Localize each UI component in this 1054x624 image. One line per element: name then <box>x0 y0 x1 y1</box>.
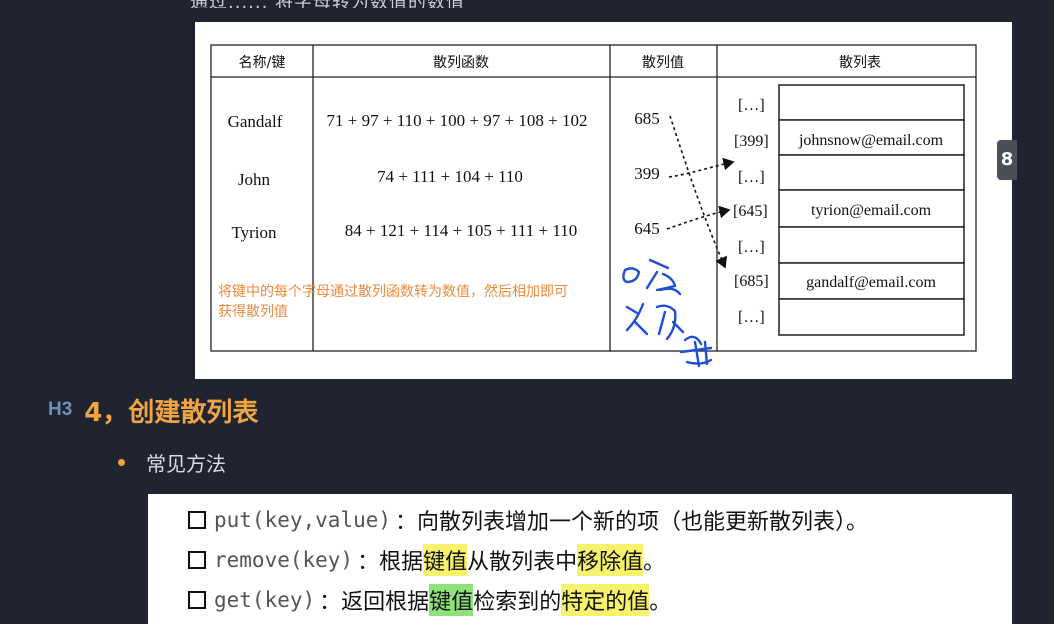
figure-frame <box>210 44 977 352</box>
method-code: remove(key) <box>214 548 354 572</box>
highlight-key: 键值 <box>423 544 468 576</box>
heading-title: 4，创建散列表 <box>84 397 259 428</box>
row-name-tyrion: Tyrion <box>231 223 277 242</box>
arrow-645 <box>666 205 731 230</box>
row-hash-john: 399 <box>634 164 660 183</box>
hash-table-slots <box>778 84 965 336</box>
row-func-tyrion: 84 + 121 + 114 + 105 + 111 + 110 <box>345 221 577 240</box>
arrow-685 <box>669 115 727 269</box>
row-name-john: John <box>238 170 271 189</box>
method-desc-part: 。 <box>643 550 666 575</box>
row-func-gandalf: 71 + 97 + 110 + 100 + 97 + 108 + 102 <box>327 111 588 130</box>
bullet-text: 常见方法 <box>146 452 226 476</box>
method-code: put(key,value) <box>214 508 392 532</box>
header-hash-value: 散列值 <box>642 55 684 71</box>
method-sep: ： <box>395 510 418 535</box>
method-desc-part: 检索到的 <box>473 590 562 615</box>
header-key: 名称/键 <box>239 55 286 71</box>
methods-figure: put(key,value) ： 向散列表增加一个新的项（也能更新散列表）。 r… <box>148 494 1012 624</box>
slot-value-645: tyrion@email.com <box>811 202 932 219</box>
bullet-item: 常见方法 <box>118 448 226 477</box>
slot-index-1: [399] <box>734 133 769 150</box>
method-desc-part: 。 <box>649 590 672 615</box>
method-desc-part: 根据 <box>379 550 424 575</box>
method-row-get: get(key) ： 返回根据 键值 检索到的 特定的值 。 <box>188 584 671 616</box>
checkbox-square-icon <box>188 511 206 529</box>
checkbox-square-icon <box>188 591 206 609</box>
section-heading: H3 4，创建散列表 <box>48 392 258 428</box>
method-row-remove: remove(key) ： 根据 键值 从散列表中 移除值 。 <box>188 544 665 576</box>
header-hash-function: 散列函数 <box>433 55 489 71</box>
slot-index-5: [685] <box>734 273 769 290</box>
slot-index-4: […] <box>738 239 765 256</box>
bullet-dot-icon <box>118 459 125 466</box>
top-partial-text: 通过...... 将字母转为数值的数值 <box>190 0 590 8</box>
hash-table-figure: 名称/键 散列函数 散列值 散列表 Gandalf 71 + 97 + 110 … <box>195 22 1012 379</box>
heading-level-tag: H3 <box>48 399 73 420</box>
row-name-gandalf: Gandalf <box>228 112 283 131</box>
method-sep: ： <box>319 590 342 615</box>
annotation-line-1: 将键中的每个字母通过散列函数转为数值，然后相加即可 <box>218 283 568 300</box>
row-hash-tyrion: 645 <box>634 219 660 238</box>
method-sep: ： <box>357 550 380 575</box>
slot-index-2: […] <box>738 169 765 186</box>
slot-index-3: [645] <box>733 203 768 220</box>
method-desc-part: 从散列表中 <box>467 550 578 575</box>
header-hash-table: 散列表 <box>839 55 881 71</box>
arrow-399 <box>668 157 735 178</box>
method-desc: 向散列表增加一个新的项（也能更新散列表）。 <box>417 510 869 535</box>
slot-index-0: […] <box>738 97 765 114</box>
row-func-john: 74 + 111 + 104 + 110 <box>377 167 523 186</box>
checkbox-square-icon <box>188 551 206 569</box>
side-tab[interactable]: 8 <box>997 140 1017 180</box>
method-code: get(key) <box>214 588 316 612</box>
highlight-key: 键值 <box>429 584 474 616</box>
slot-value-399: johnsnow@email.com <box>798 132 944 149</box>
hash-figure-svg: 名称/键 散列函数 散列值 散列表 Gandalf 71 + 97 + 110 … <box>210 44 977 368</box>
annotation-line-2: 获得散列值 <box>218 303 288 320</box>
method-row-put: put(key,value) ： 向散列表增加一个新的项（也能更新散列表）。 <box>188 504 868 536</box>
slot-value-685: gandalf@email.com <box>806 274 936 291</box>
handwritten-note-drawing <box>622 258 713 368</box>
highlight-remove-value: 移除值 <box>577 544 644 576</box>
row-hash-gandalf: 685 <box>634 109 660 128</box>
highlight-specific-value: 特定的值 <box>561 584 650 616</box>
method-desc-part: 返回根据 <box>341 590 430 615</box>
slot-index-6: […] <box>738 309 765 326</box>
